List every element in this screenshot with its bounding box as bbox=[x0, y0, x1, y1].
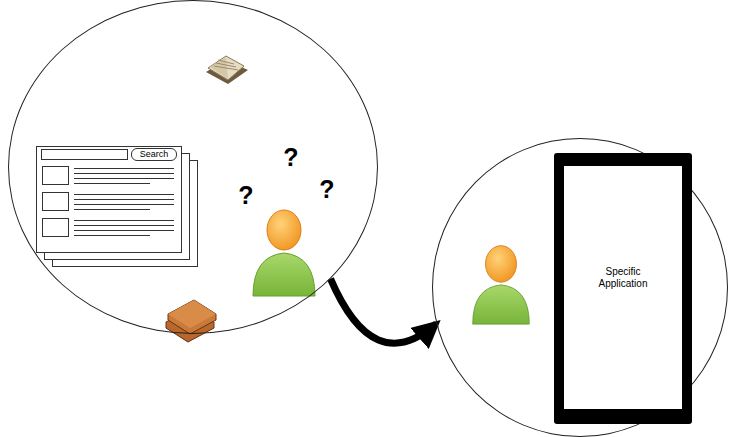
phone-device: Specific Application bbox=[554, 153, 692, 424]
search-button: Search bbox=[131, 148, 177, 161]
screen-label: Specific Application bbox=[587, 265, 659, 290]
button-label: Search bbox=[140, 150, 169, 159]
book-stack bbox=[166, 300, 216, 342]
question-mark: ? bbox=[238, 183, 253, 208]
web-pages bbox=[37, 147, 198, 267]
person-icon bbox=[473, 246, 530, 324]
question-mark: ? bbox=[283, 145, 298, 170]
open-book bbox=[206, 56, 248, 84]
flow-arrow bbox=[330, 279, 436, 343]
scope-circle: Specific Application bbox=[432, 138, 728, 437]
text-lines bbox=[74, 169, 174, 236]
question-mark: ? bbox=[319, 177, 334, 202]
scope-circle: Search bbox=[8, 0, 378, 334]
person-icon bbox=[253, 210, 315, 296]
